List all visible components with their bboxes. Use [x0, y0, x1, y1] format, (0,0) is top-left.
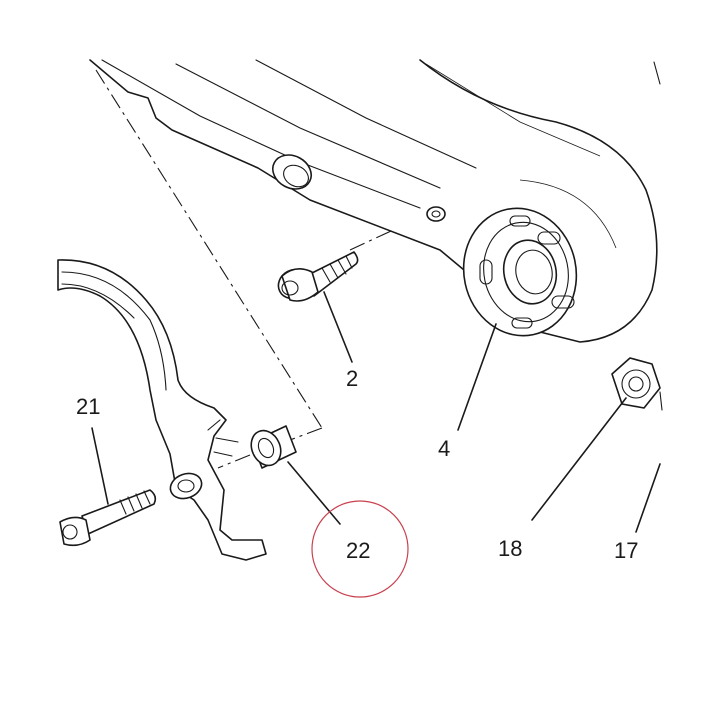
leader-17: [635, 463, 661, 533]
part-22-bushing: [250, 425, 297, 469]
leader-21: [91, 427, 109, 505]
part-17-edge: [653, 61, 663, 411]
callout-22: 22: [346, 538, 370, 563]
callout-labels: 2 4 17 18 21 22: [76, 366, 638, 563]
part-4-lever-arm: [89, 59, 658, 343]
leader-18: [531, 397, 627, 521]
highlight-circle-22: [311, 500, 409, 598]
part-2-bolt: [277, 251, 359, 302]
part-21-shift-fork: [57, 259, 267, 561]
leader-4: [457, 323, 497, 431]
callout-18: 18: [498, 536, 522, 561]
callout-21: 21: [76, 394, 100, 419]
part-21-bolt: [59, 489, 157, 547]
callout-2: 2: [346, 366, 358, 391]
leader-lines: [91, 291, 661, 533]
part-18-nut: [611, 357, 661, 409]
callout-17: 17: [614, 538, 638, 563]
assembly-centerlines: [95, 69, 433, 469]
leader-2: [323, 291, 353, 363]
callout-4: 4: [438, 436, 450, 461]
leader-22: [287, 461, 341, 525]
